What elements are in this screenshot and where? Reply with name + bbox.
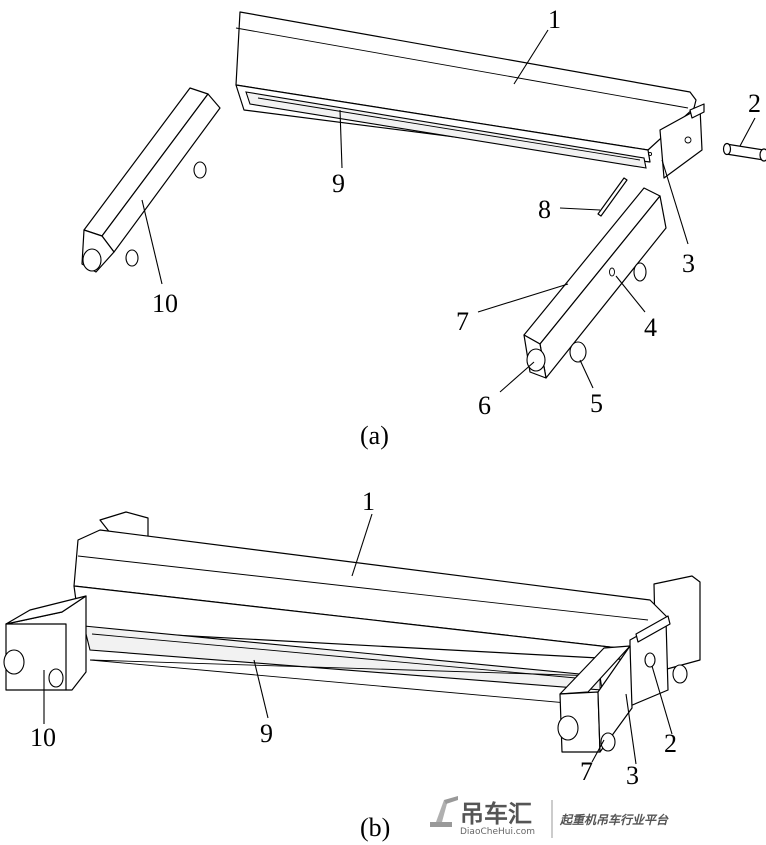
label-1-a: 1 bbox=[548, 5, 561, 34]
watermark-brand: 吊车汇 bbox=[460, 800, 532, 828]
end-beam-left-a bbox=[81, 87, 221, 273]
label-9-b: 9 bbox=[260, 719, 273, 748]
assembled-view: 1 2 3 7 9 10 (b) bbox=[3, 487, 701, 842]
label-7-b: 7 bbox=[580, 757, 593, 786]
label-3-a: 3 bbox=[682, 249, 695, 278]
exploded-view: 1 2 3 4 5 6 7 8 9 10 (a) bbox=[81, 5, 766, 450]
watermark-slogan: 起重机吊车行业平台 bbox=[559, 813, 669, 827]
watermark-domain: DiaoCheHui.com bbox=[460, 827, 535, 837]
label-9-a: 9 bbox=[332, 169, 345, 198]
label-8-a: 8 bbox=[538, 195, 551, 224]
label-2-b: 2 bbox=[664, 729, 677, 758]
leader-lines-b bbox=[43, 513, 673, 765]
end-beam-left-b bbox=[3, 595, 87, 691]
end-beam-right-b bbox=[557, 645, 656, 753]
label-6-a: 6 bbox=[478, 391, 491, 420]
caption-a: (a) bbox=[360, 421, 389, 450]
rod-a bbox=[597, 177, 628, 217]
label-2-a: 2 bbox=[748, 89, 761, 118]
label-3-b: 3 bbox=[626, 761, 639, 790]
label-7-a: 7 bbox=[456, 307, 469, 336]
label-4-a: 4 bbox=[644, 313, 657, 342]
pin-a bbox=[722, 142, 766, 162]
label-10-a: 10 bbox=[152, 289, 178, 318]
end-beam-right-a bbox=[523, 187, 667, 379]
crane-logo-icon bbox=[430, 796, 458, 827]
label-5-a: 5 bbox=[590, 389, 603, 418]
main-girder-a bbox=[235, 11, 705, 179]
label-1-b: 1 bbox=[362, 487, 375, 516]
caption-b: (b) bbox=[360, 813, 390, 842]
label-10-b: 10 bbox=[30, 723, 56, 752]
watermark: 吊车汇 DiaoCheHui.com 起重机吊车行业平台 bbox=[430, 796, 669, 838]
leader-lines-a bbox=[141, 29, 756, 393]
